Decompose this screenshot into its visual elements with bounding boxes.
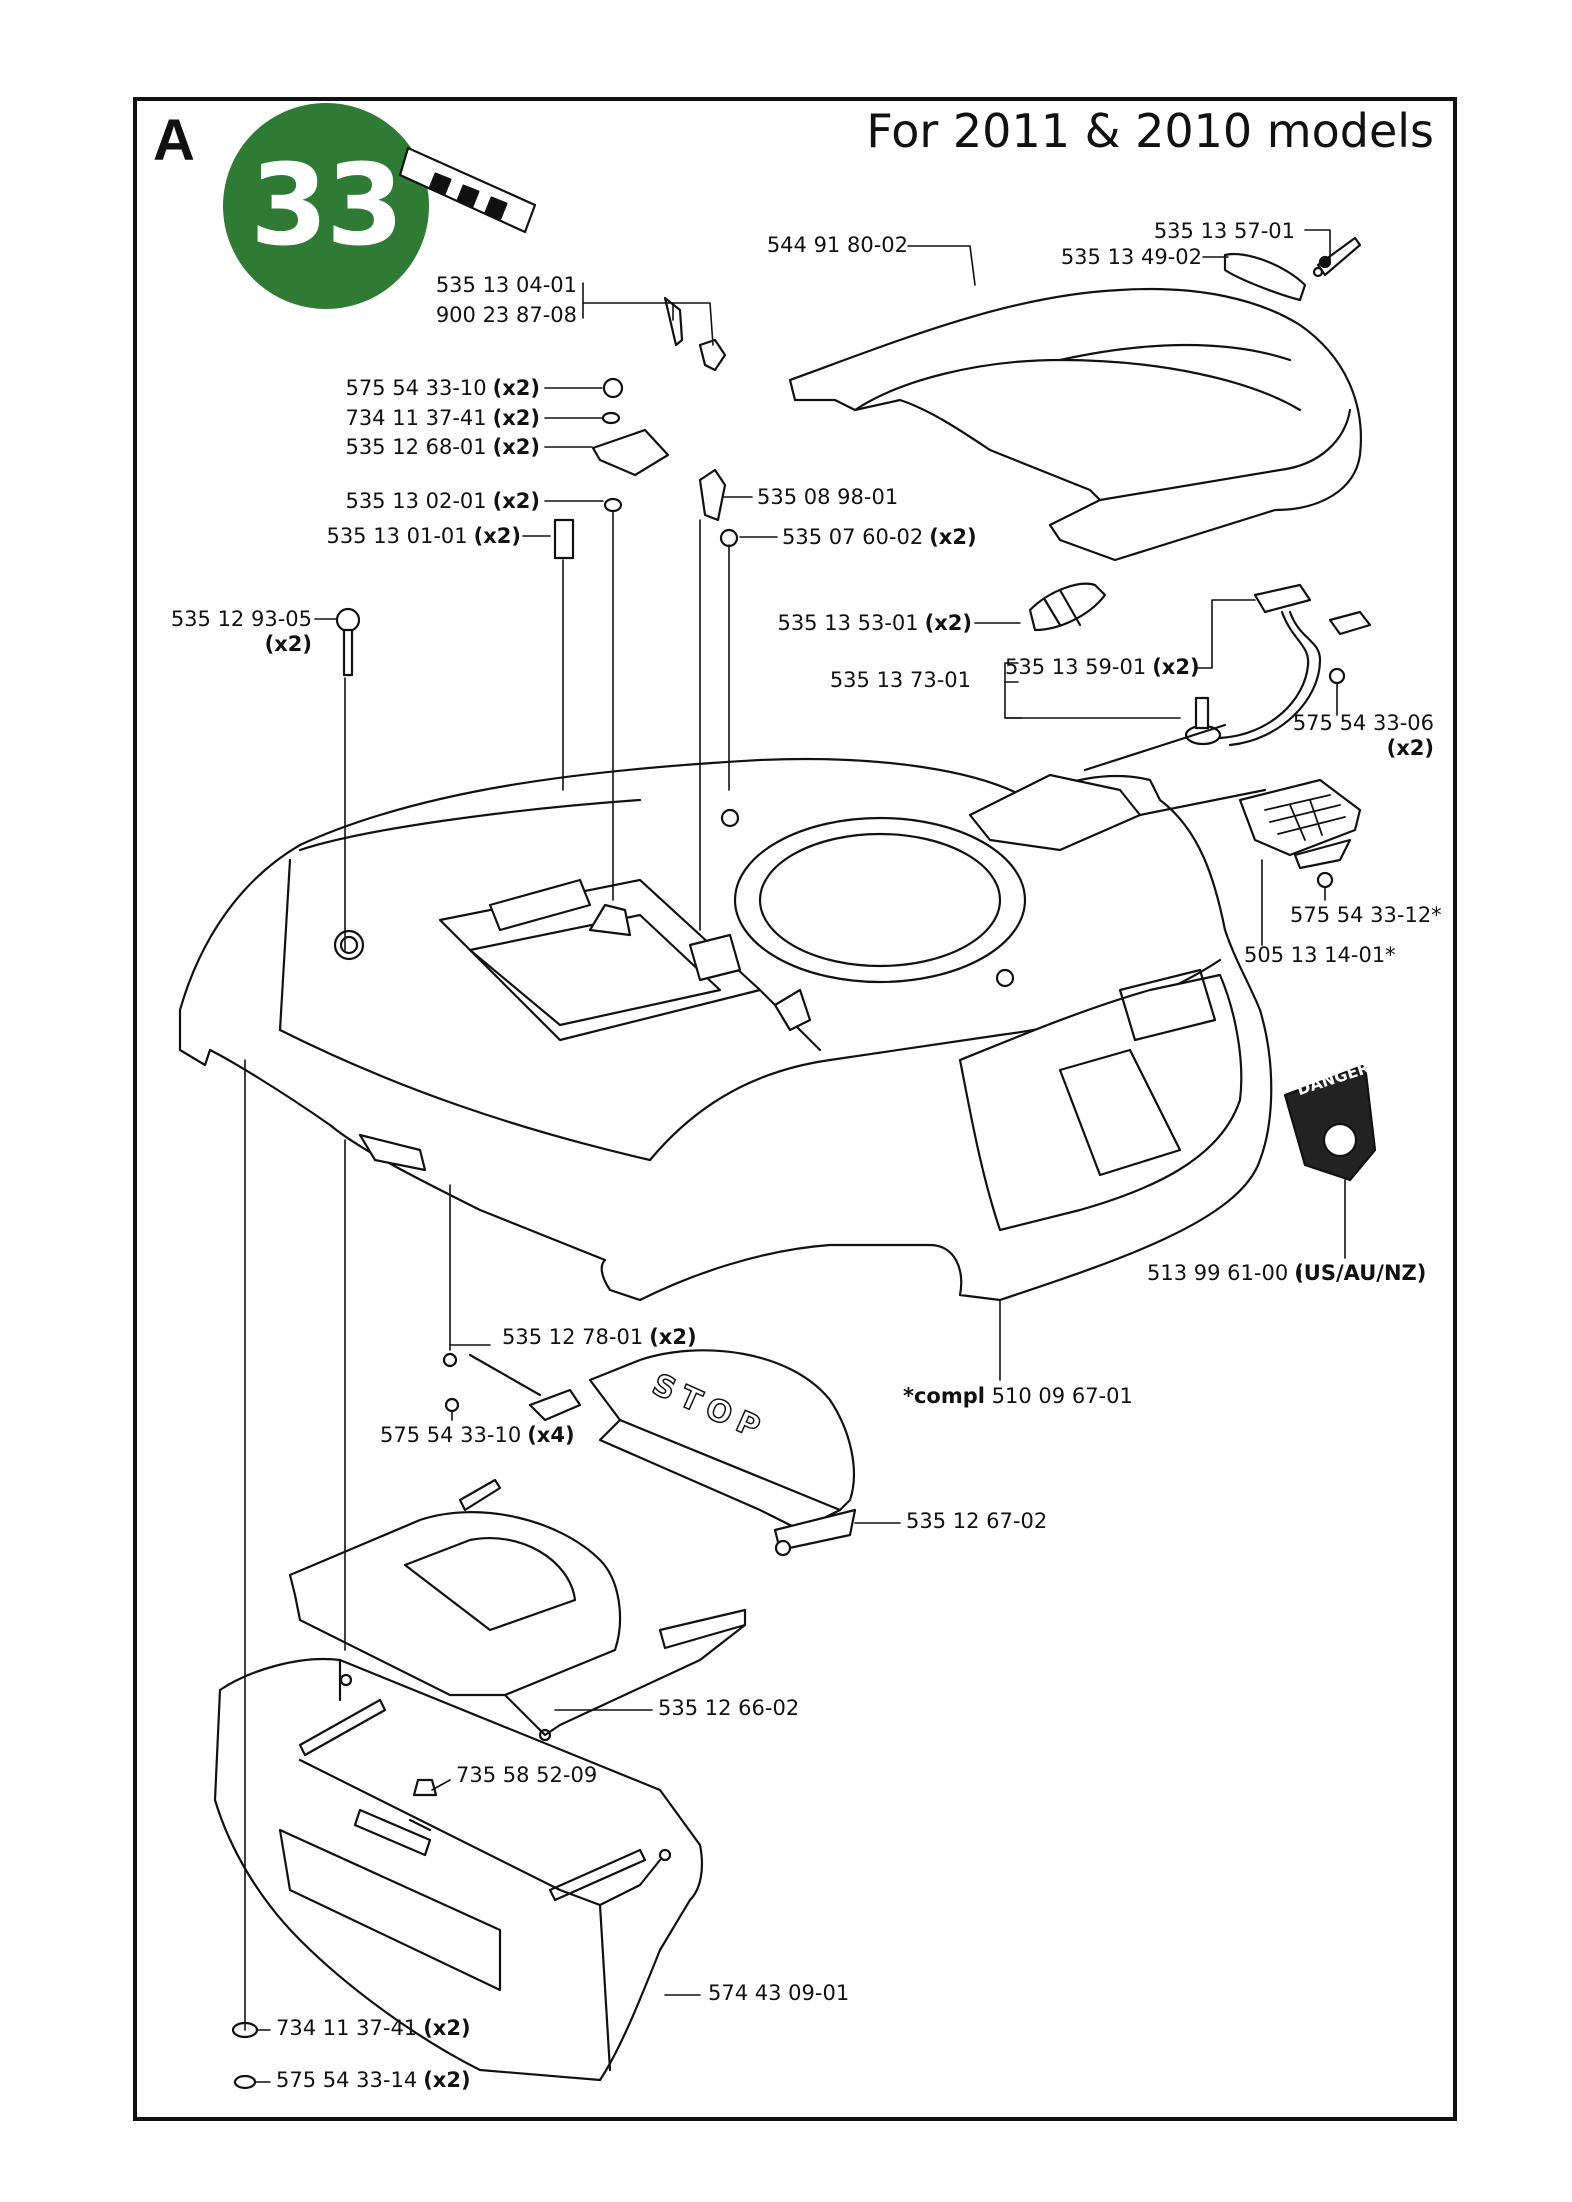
part-label: 575 54 33-10(x2) xyxy=(345,376,540,400)
part-label: 575 54 33-14(x2) xyxy=(276,2068,471,2092)
part-label: 900 23 87-08 xyxy=(435,303,577,327)
warning-sticker-decal xyxy=(398,146,537,234)
part-label: 574 43 09-01 xyxy=(708,1981,850,2005)
part-label: 535 12 93-05 xyxy=(170,607,312,631)
part-label: 535 12 66-02 xyxy=(658,1696,800,1720)
page-frame xyxy=(133,97,1457,2121)
part-label: 535 13 04-01 xyxy=(435,273,577,297)
sensor-bracket-part xyxy=(1184,583,1372,747)
part-label: 575 54 33-06 xyxy=(1292,711,1434,735)
part-label: (x2) xyxy=(1386,736,1434,760)
danger-decal-part xyxy=(1283,1063,1377,1182)
hardware-fasteners xyxy=(231,296,1346,2090)
leader-lines xyxy=(244,229,1346,2083)
keypad-cover-part xyxy=(1238,778,1362,870)
main-body-housing xyxy=(178,723,1273,1302)
part-label: *compl 510 09 67-01 xyxy=(903,1384,1133,1408)
part-label: (x2) xyxy=(264,632,312,656)
part-label: 735 58 52-09 xyxy=(456,1763,598,1787)
part-label: 505 13 14-01* xyxy=(1244,943,1396,967)
stop-button-cover-part xyxy=(468,1349,857,1557)
part-label: 535 12 68-01(x2) xyxy=(345,435,540,459)
page-number-badge: 33 xyxy=(223,103,429,309)
part-label: 535 12 67-02 xyxy=(906,1509,1048,1533)
front-bumper-part xyxy=(213,1657,704,2082)
part-label: 535 13 01-01(x2) xyxy=(326,524,521,548)
rear-cover-part xyxy=(288,1478,747,1742)
part-label: 535 13 57-01 xyxy=(1153,219,1295,243)
part-label: 734 11 37-41(x2) xyxy=(276,2016,471,2040)
section-letter: A xyxy=(153,108,195,173)
hinge-boot-part xyxy=(1028,582,1107,632)
part-label: 575 54 33-12* xyxy=(1290,903,1442,927)
part-label: 535 08 98-01 xyxy=(757,485,899,509)
top-cover-part xyxy=(788,287,1362,562)
part-label: 535 13 59-01(x2) xyxy=(1005,655,1200,679)
part-label: 535 07 60-02(x2) xyxy=(782,525,977,549)
part-label: 535 12 78-01(x2) xyxy=(502,1325,697,1349)
part-label: 535 13 53-01(x2) xyxy=(777,611,972,635)
part-label: 535 13 02-01(x2) xyxy=(345,489,540,513)
part-label: 513 99 61-00(US/AU/NZ) xyxy=(1147,1261,1427,1285)
part-label: 734 11 37-41(x2) xyxy=(345,406,540,430)
part-label: 535 13 49-02 xyxy=(1060,245,1202,269)
latch-clip-part xyxy=(1223,236,1362,302)
page-heading: For 2011 & 2010 models xyxy=(866,104,1434,158)
part-label: 535 13 73-01 xyxy=(829,668,971,692)
part-label: 575 54 33-10(x4) xyxy=(380,1423,575,1447)
part-label: 544 91 80-02 xyxy=(766,233,908,257)
